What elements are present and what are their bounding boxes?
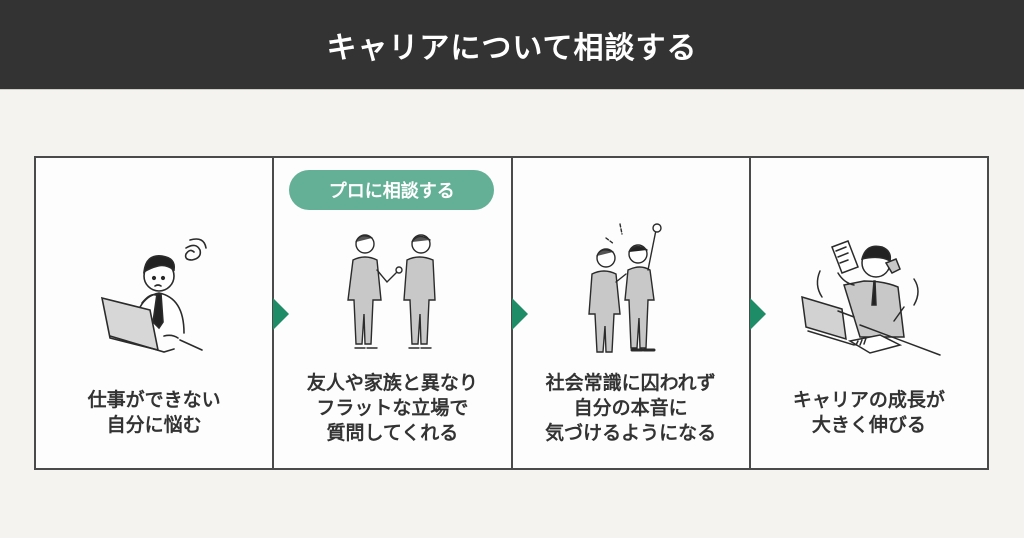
arrow-right-icon [511, 298, 528, 330]
step-text-3: 社会常識に囚われず 自分の本音に 気づけるようになる [545, 372, 717, 444]
career-flow-panels: 仕事ができない 自分に悩む プロに相談する [34, 156, 989, 470]
step-text-1: 仕事ができない 自分に悩む [87, 389, 221, 436]
worried-man-at-laptop-icon [36, 228, 272, 358]
consult-pro-badge: プロに相談する [289, 170, 495, 210]
page-header: キャリアについて相談する [0, 0, 1024, 89]
step-panel-3: 社会常識に囚われず 自分の本音に 気づけるようになる [511, 158, 751, 468]
arrow-right-icon [749, 298, 766, 330]
step-panel-1: 仕事ができない 自分に悩む [36, 158, 275, 468]
step-text-4: キャリアの成長が 大きく伸びる [792, 389, 945, 436]
two-businessmen-talking-icon [274, 230, 510, 355]
arrow-right-icon [273, 298, 290, 330]
man-raising-fist-icon [513, 218, 749, 358]
header-divider [0, 89, 1024, 90]
step-text-2: 友人や家族と異なり フラットな立場で 質問してくれる [306, 372, 478, 444]
step-panel-4: キャリアの成長が 大きく伸びる [749, 158, 987, 468]
busy-man-working-icon [751, 233, 987, 363]
step-panel-2: プロに相談する 友人や家族と異なり [273, 158, 513, 468]
page-title: キャリアについて相談する [326, 30, 698, 66]
